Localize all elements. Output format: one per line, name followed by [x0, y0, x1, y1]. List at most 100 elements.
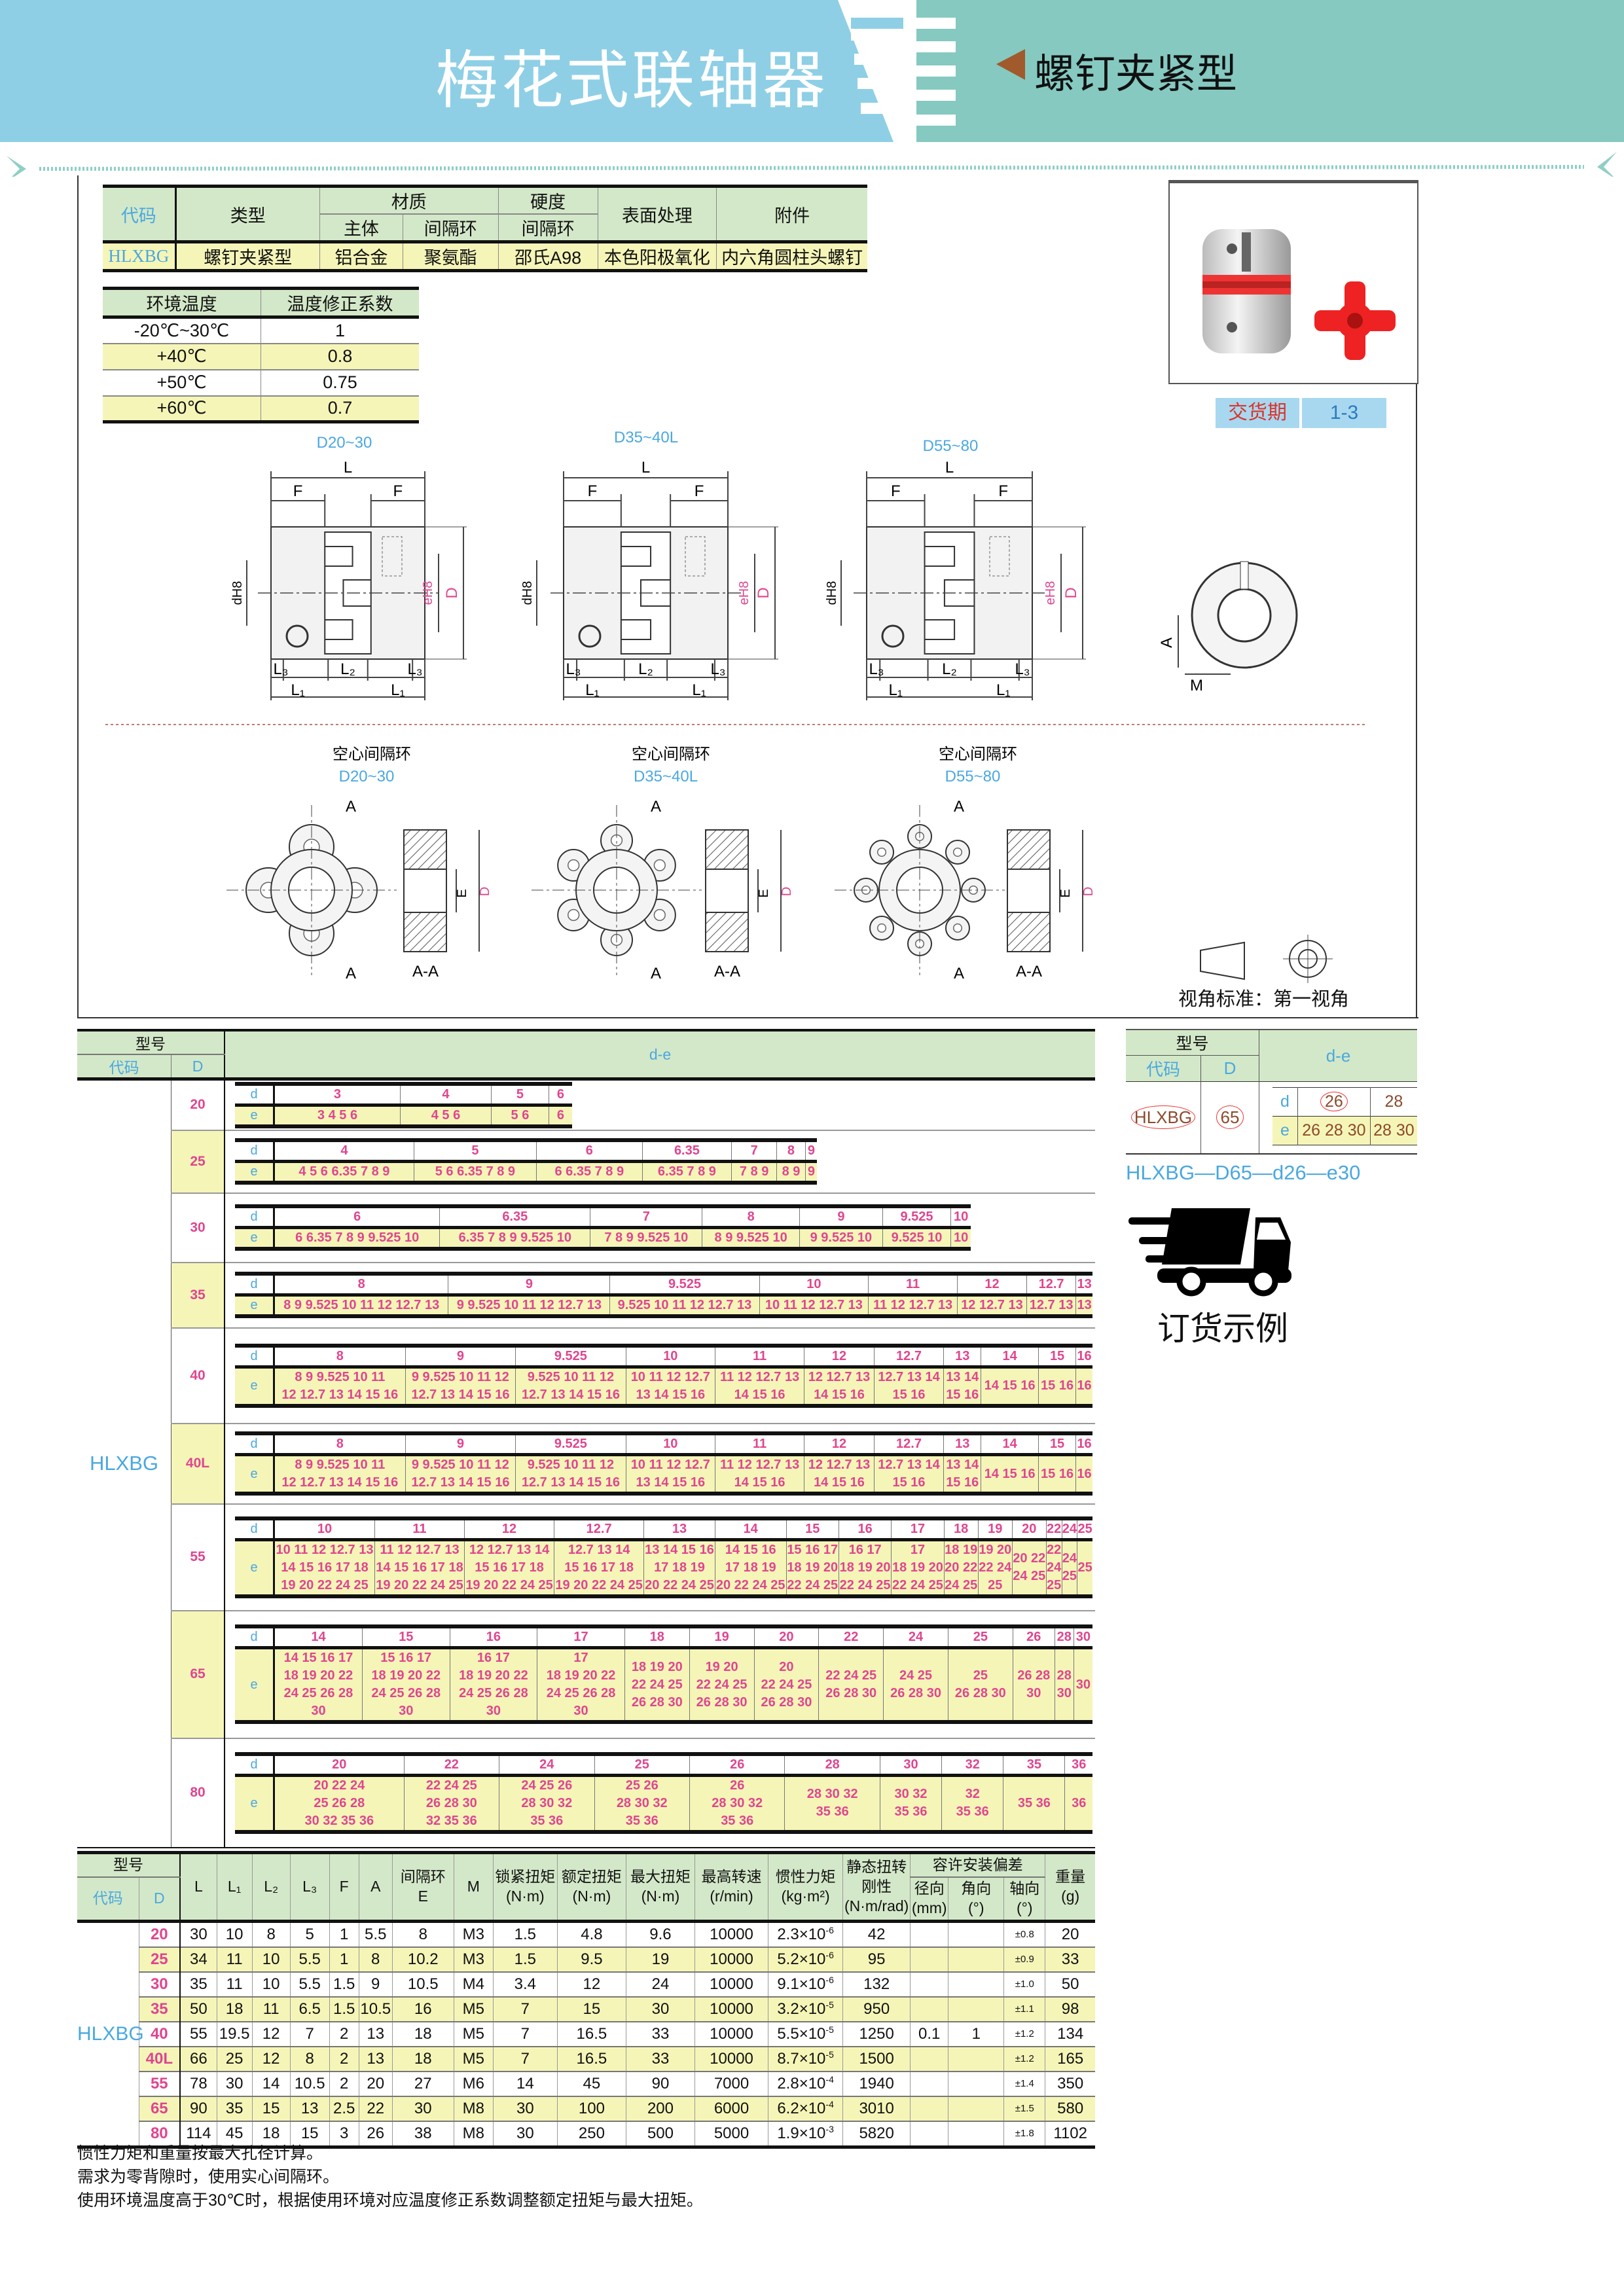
spec-cell: 16.5 — [556, 2046, 626, 2072]
spec-cell: 66 — [179, 2046, 217, 2072]
e-values: 24 25 — [1061, 1539, 1077, 1596]
stiffness-cell: 42 — [842, 1921, 911, 1947]
d-value: 8 — [273, 1345, 406, 1367]
d-label: d — [250, 1277, 258, 1291]
spec-cell: M5 — [453, 1996, 494, 2022]
spec-cell: M3 — [453, 1946, 494, 1972]
spec-cell: 7 — [492, 2021, 558, 2047]
spec-cell: M5 — [453, 2046, 494, 2072]
d-value: 20 — [753, 1626, 819, 1648]
coefficient-cell: 0.8 — [261, 343, 419, 370]
dim-L2: L₂ — [638, 660, 653, 678]
d-value: 13 — [943, 1433, 981, 1455]
d-value: 9.525 — [882, 1206, 951, 1228]
spec-cell: 30 — [492, 2096, 558, 2121]
spec-cell: 90 — [625, 2071, 695, 2096]
e-values: 8 9 9.525 10 11 12 12.7 13 14 15 16 — [273, 1454, 406, 1494]
section-mark-A: A — [651, 965, 661, 982]
spec-cell: 5.5 — [289, 1971, 330, 1997]
d-value: 9.525 — [515, 1345, 626, 1367]
weight-cell: 33 — [1045, 1946, 1095, 1972]
d-value: 13 — [643, 1518, 715, 1539]
header-band — [0, 0, 1624, 177]
D-cell: 20 — [171, 1079, 225, 1130]
hollow-spacer-label: 空心间隔环 — [333, 745, 411, 763]
radial-cell — [910, 2121, 948, 2147]
d-label: d — [250, 1757, 258, 1772]
e-values: 8 9 9.525 10 11 12 12.7 13 14 15 16 — [273, 1367, 406, 1406]
e-values: 6 — [548, 1105, 572, 1126]
d-value: 17 — [891, 1518, 945, 1539]
cell-hardness: 邵氏A98 — [497, 242, 598, 271]
header-L3: L₃ — [289, 1852, 330, 1922]
order-example-title: 订货示例 — [1157, 1310, 1288, 1347]
drawing-panel — [77, 175, 1418, 1018]
spec-cell: 10000 — [694, 1971, 768, 1997]
section-mark-A: A — [954, 965, 964, 982]
e-values: 17 18 19 20 22 24 25 — [891, 1539, 945, 1596]
spec-cell: 27 — [391, 2071, 454, 2096]
section-mark-A: A — [346, 798, 356, 816]
note: 惯性力矩和重量按最大孔径计算。 — [77, 2144, 323, 2162]
D-cell: 30 — [171, 1193, 225, 1263]
d-value: 3 — [273, 1083, 401, 1105]
d-value: 10 — [625, 1345, 715, 1367]
header-L: L — [179, 1852, 217, 1922]
spec-cell: 10.5 — [358, 1996, 393, 2022]
cell-type: 螺钉夹紧型 — [175, 242, 320, 271]
d-value: 12.7 — [873, 1345, 944, 1367]
example-d-selected: 26 — [1320, 1091, 1348, 1111]
e-values: 11 12 12.7 13 14 15 16 — [714, 1454, 804, 1494]
spec-cell: 200 — [625, 2096, 695, 2121]
chevron-right-icon — [1597, 152, 1617, 177]
d-value: 11 — [374, 1518, 465, 1539]
d-value: 22 — [818, 1626, 884, 1648]
header-accessory: 附件 — [716, 186, 867, 242]
header-model: 型号 — [77, 1030, 225, 1055]
weight-cell: 350 — [1045, 2071, 1095, 2096]
hollow-spacer-label: 空心间隔环 — [939, 745, 1017, 763]
e-values: 17 18 19 20 22 24 25 26 28 30 — [537, 1647, 625, 1722]
spec-cell: 30 — [492, 2121, 558, 2147]
view-standard-label: 视角标准：第一视角 — [1178, 989, 1350, 1010]
weight-cell: 20 — [1045, 1921, 1095, 1947]
spec-cell: 15 — [556, 1996, 626, 2022]
header-env-temp: 环境温度 — [146, 295, 217, 314]
e-values: 12.7 13 14 15 16 — [873, 1454, 944, 1494]
d-value: 11 — [714, 1345, 804, 1367]
d-value: 14 — [981, 1345, 1039, 1367]
e-values: 25 26 28 30 32 35 36 — [594, 1775, 690, 1832]
d-value: 9 — [804, 1140, 817, 1162]
spec-cell: 1.5 — [492, 1921, 558, 1947]
example-d: 28 — [1369, 1087, 1417, 1117]
header-code: 代码 — [92, 1889, 123, 1907]
e-values: 24 25 26 28 30 — [883, 1647, 948, 1722]
dim-L3: L₃ — [566, 660, 581, 678]
e-values: 24 25 26 28 30 32 35 36 — [499, 1775, 595, 1832]
spec-cell: 9 — [358, 1971, 393, 1997]
spec-cell: 1 — [329, 1921, 359, 1947]
e-values: 20 22 24 25 — [1011, 1539, 1047, 1596]
spec-cell: 3.4 — [492, 1971, 558, 1997]
d-label: d — [250, 1210, 258, 1224]
d-value: 8 — [273, 1433, 406, 1455]
page-subtitle: 螺钉夹紧型 — [1034, 52, 1238, 97]
d-value: 16 — [838, 1518, 892, 1539]
e-values: 8 9 — [776, 1161, 806, 1183]
chevron-left-icon — [7, 156, 26, 177]
spec-cell: 90 — [179, 2096, 217, 2121]
temp-cell: +40℃ — [156, 346, 207, 366]
radial-cell — [910, 1921, 948, 1947]
spec-cell: 13 — [358, 2046, 393, 2072]
e-values: 12 12.7 13 — [956, 1295, 1027, 1316]
d-value: 30 — [1073, 1626, 1092, 1648]
d-value: 18 — [624, 1626, 690, 1648]
e-label: e — [250, 1164, 258, 1179]
example-e: 26 28 30 — [1297, 1116, 1371, 1145]
spec-cell: 45 — [556, 2071, 626, 2096]
